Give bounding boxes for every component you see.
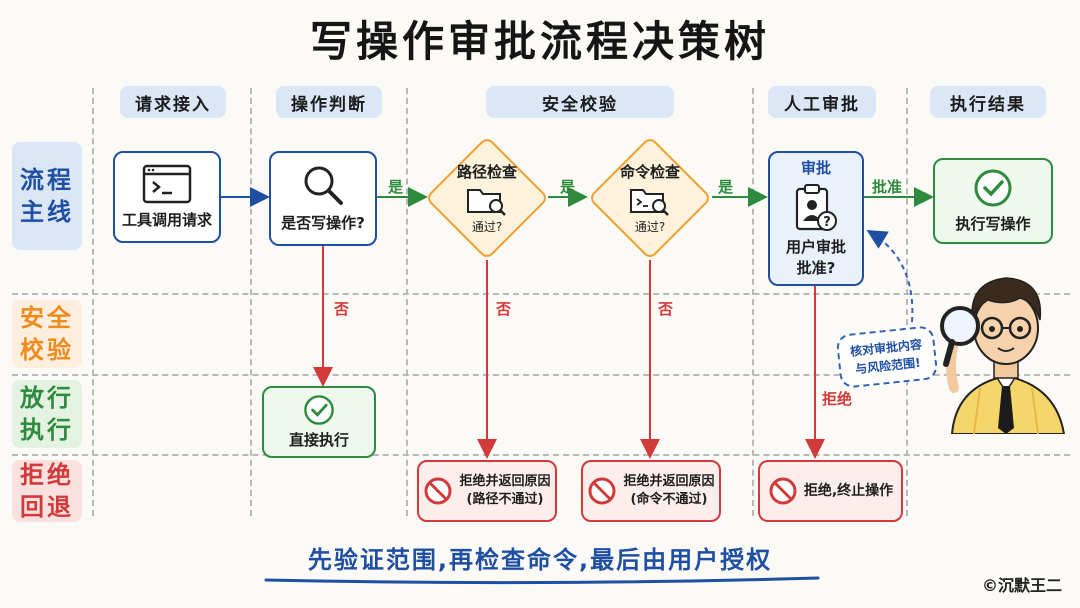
column-divider: [906, 88, 908, 516]
edge-label-yes-3: 是: [718, 178, 734, 196]
check-circle-icon: [304, 394, 334, 425]
column-header-approval: 人工审批: [768, 86, 876, 118]
node-command-check: 命令检查 通过?: [587, 135, 713, 261]
svg-text:?: ?: [823, 215, 831, 230]
column-header-result: 执行结果: [930, 86, 1046, 118]
prohibited-icon: [424, 477, 452, 505]
node-write-check: 是否写操作?: [269, 151, 377, 246]
cmd-check-title: 命令检查: [619, 163, 680, 181]
node-reject-command: 拒绝并返回原因 (命令不通过): [581, 460, 721, 522]
lane-label-pass: 放行 执行: [12, 380, 82, 448]
column-divider: [752, 88, 754, 516]
node-tool-request-label: 工具调用请求: [121, 210, 212, 229]
lane-divider: [12, 293, 1070, 295]
path-check-title: 路径检查: [456, 163, 517, 181]
node-user-approval: 审批 ? 用户审批 批准?: [768, 151, 864, 286]
clipboard-user-icon: ?: [795, 184, 837, 231]
column-divider: [92, 88, 94, 516]
approval-line2: 批准?: [796, 259, 836, 277]
node-path-check: 路径检查 通过?: [424, 135, 550, 261]
reject-path-line2: (路径不通过): [466, 492, 544, 507]
edge-label-no-cmd: 否: [658, 300, 674, 318]
prohibited-icon: [769, 477, 797, 505]
edge-label-yes-2: 是: [560, 178, 576, 196]
column-divider: [250, 88, 252, 516]
reject-path-line1: 拒绝并返回原因: [459, 474, 551, 489]
copyright-text: ©沉默王二: [981, 576, 1062, 595]
lane-label-security: 安全 校验: [12, 300, 82, 368]
underline-stroke: [264, 576, 820, 585]
speech-bubble: 核对审批内容 与风险范围!: [835, 325, 939, 389]
lane-divider: [12, 374, 1070, 376]
lane-divider: [12, 454, 1070, 456]
lane-label-reject: 拒绝 回退: [12, 460, 82, 522]
cmd-check-sub: 通过?: [634, 220, 666, 234]
path-check-sub: 通过?: [471, 220, 503, 234]
node-direct-execute-label: 直接执行: [288, 430, 349, 449]
node-reject-path: 拒绝并返回原因 (路径不通过): [417, 460, 557, 522]
edge-label-no-path: 否: [496, 300, 512, 318]
column-header-security: 安全校验: [486, 86, 674, 118]
folder-terminal-icon: [630, 189, 669, 216]
check-circle-icon: [974, 169, 1012, 206]
magnifier-icon: [304, 166, 343, 205]
node-execute-write: 执行写操作: [933, 158, 1053, 244]
folder-search-icon: [467, 189, 506, 216]
page-title: 写操作审批流程决策树: [309, 17, 770, 66]
reject-cmd-line1: 拒绝并返回原因: [623, 474, 715, 489]
approval-title: 审批: [800, 159, 831, 177]
column-divider: [406, 88, 408, 516]
reject-stop-label: 拒绝,终止操作: [803, 482, 894, 499]
node-tool-request: 工具调用请求: [113, 151, 221, 243]
terminal-icon: [142, 164, 192, 203]
column-header-request: 请求接入: [120, 86, 226, 118]
edge-label-no-write: 否: [334, 300, 350, 318]
edge-label-reject: 拒绝: [822, 390, 853, 408]
node-execute-write-label: 执行写操作: [955, 214, 1031, 233]
column-header-judge: 操作判断: [276, 86, 382, 118]
node-reject-stop: 拒绝,终止操作: [758, 460, 903, 522]
lane-label-main: 流程 主线: [12, 142, 82, 250]
inspector-character-illustration: [940, 277, 1066, 434]
reject-cmd-line2: (命令不通过): [630, 492, 708, 507]
prohibited-icon: [588, 477, 616, 505]
bubble-pointer: [866, 229, 914, 323]
bottom-summary: 先验证范围,再检查命令,最后由用户授权: [307, 546, 773, 574]
edge-label-approve: 批准: [872, 178, 903, 196]
approval-line1: 用户审批: [785, 238, 846, 256]
edge-label-yes-1: 是: [388, 178, 404, 196]
node-write-check-label: 是否写操作?: [281, 214, 365, 232]
node-direct-execute: 直接执行: [262, 386, 376, 458]
